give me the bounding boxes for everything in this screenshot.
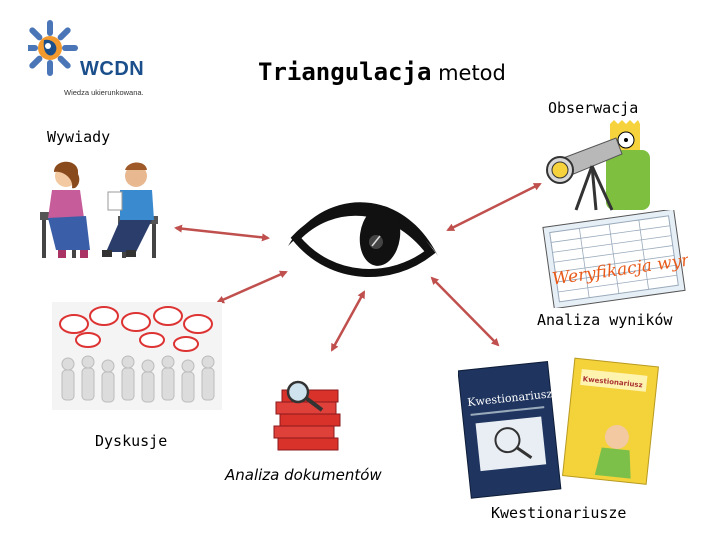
label-obserwacja: Obserwacja [548,99,639,117]
title-bold: Triangulacja [258,58,432,86]
label-analiza-dokumentow: Analiza dokumentów [225,466,382,484]
arrow-wywiady [174,224,270,242]
label-wywiady: Wywiady [47,128,111,146]
logo-name: WCDN [80,58,145,80]
results-form-icon: Weryfikacja wyników [542,210,688,308]
document-folders-icon [273,380,341,451]
telescope-observer-icon [546,120,650,211]
arrow-dyskusje [216,270,288,304]
wcdn-logo [28,20,78,76]
label-analiza-wynikow: Analiza wyników [537,311,673,329]
title-rest: metod [431,61,506,85]
arrow-wyniki [430,276,500,347]
page-title: Triangulacja metod [258,58,506,86]
label-dyskusje: Dyskusje [95,432,168,450]
arrow-dokumenty [330,290,366,352]
logo-tagline: Wiedza ukierunkowana. [64,88,144,97]
eye-icon [288,202,438,277]
label-kwestionariusze: Kwestionariusze [491,504,627,522]
questionnaire-books-icon: Kwestionariusz Kwestionariusz [458,357,659,499]
discussion-group-icon [52,302,222,410]
arrow-obserwacja [446,182,542,232]
interview-people-icon [40,161,158,258]
